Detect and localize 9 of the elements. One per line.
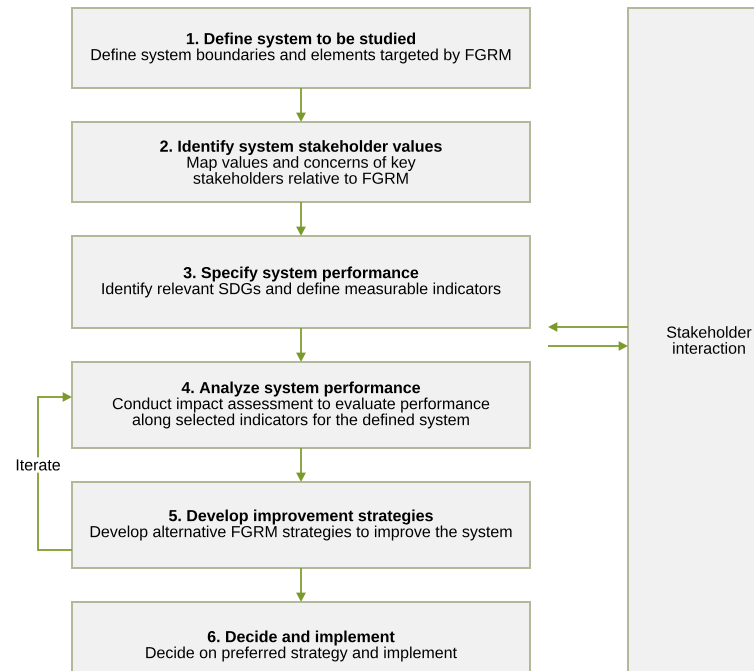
process-box: 4. Analyze system performance Conduct impact assessment to evaluate performance along selected indicators for the defined system xyxy=(71,361,531,449)
process-box: 1. Define system to be studied Define system boundaries and elements targeted by FGRM xyxy=(71,7,531,89)
process-box: 3. Specify system performance Identify relevant SDGs and define measurable indicators xyxy=(71,235,531,329)
process-box: 2. Identify system stakeholder values Map values and concerns of key stakeholders relative to FGRM xyxy=(71,121,531,203)
interaction-panel: Stakeholder interaction xyxy=(627,7,754,671)
edge-label: Iterate xyxy=(13,457,63,473)
process-box: 6. Decide and implement Decide on preferred strategy and implement xyxy=(71,600,531,671)
process-box: 5. Develop improvement strategies Develop alternative FGRM strategies to improve the system xyxy=(71,480,531,569)
arrow xyxy=(37,392,72,551)
